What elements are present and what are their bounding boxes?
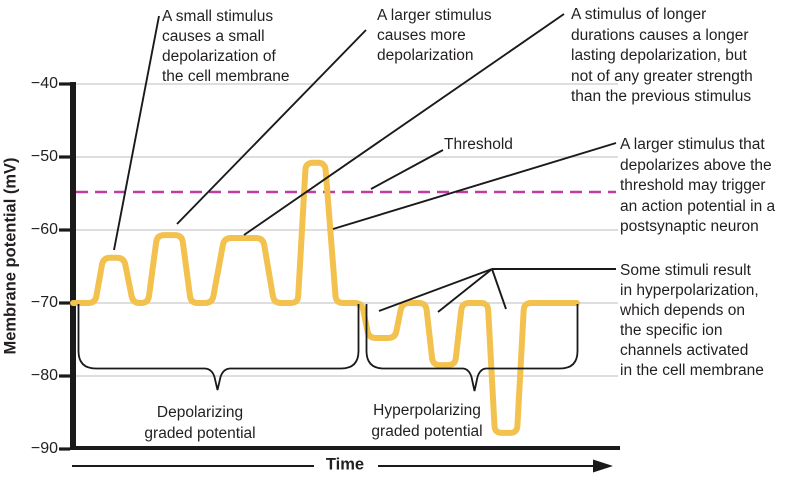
time-axis-arrow [72,459,613,473]
y-tick-label-50: −50 [30,148,58,165]
annotation-hyperpolarization: Some stimuli result in hyperpolarization… [620,262,764,379]
y-tick-label-80: −80 [30,367,58,384]
y-axis-line [70,82,76,450]
membrane-potential-trace [70,159,580,436]
annotation-larger-stimulus: A larger stimulus causes more depolariza… [377,7,492,64]
annotation-threshold: Threshold [444,136,513,153]
leader-longer-stimulus [243,13,565,236]
x-axis-line [70,446,620,450]
region-label-hyperpolarizing: Hyperpolarizing graded potential [371,402,483,440]
annotation-longer-stimulus: A stimulus of longer durations causes a … [571,6,753,105]
arrowhead-icon [593,459,613,473]
leader-hyperpolarization-branch-3 [491,268,507,310]
x-axis-title: Time [325,455,365,474]
region-label-depolarizing: Depolarizing graded potential [144,404,256,442]
tick-marks [59,82,70,451]
y-tick-label-70: −70 [30,294,58,311]
y-tick-label-90: −90 [30,440,58,457]
leader-larger-stimulus [176,29,367,225]
annotation-above-threshold: A larger stimulus that depolarizes above… [620,136,776,235]
leader-small-stimulus [113,15,160,251]
leader-lines [113,13,617,313]
annotation-small-stimulus: A small stimulus causes a small depolari… [162,8,290,85]
leader-threshold [370,149,444,190]
depolarizing-brace [77,304,360,391]
leader-above-threshold [332,142,617,230]
leader-hyperpolarization-branch-1 [378,268,493,312]
hyperpolarizing-brace [365,304,579,392]
leader-hyperpolarization-branch-2 [437,268,493,313]
y-tick-label-40: −40 [30,75,58,92]
y-axis-title: Membrane potential (mV) [1,157,20,355]
y-tick-label-60: −60 [30,221,58,238]
gridlines [76,83,618,377]
